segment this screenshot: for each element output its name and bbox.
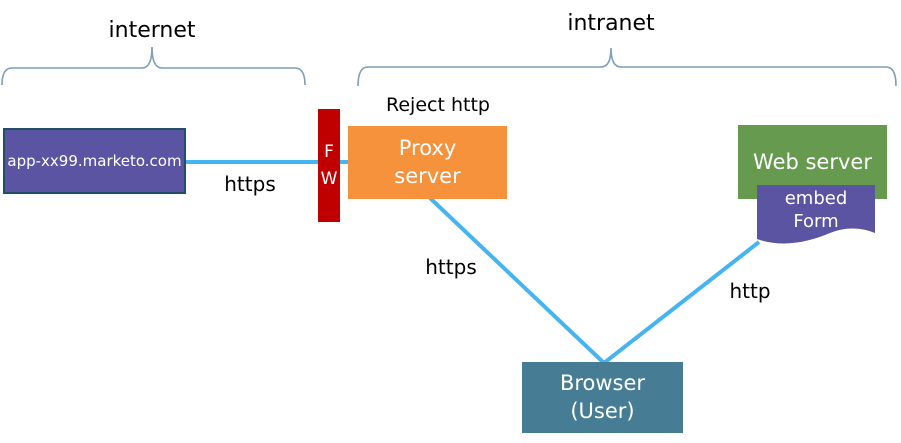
- proxy-server-node: Proxy server: [348, 126, 507, 199]
- web-server-label: Web server: [753, 150, 872, 174]
- firewall-label-line2: W: [320, 168, 338, 189]
- internet-brace: [1, 46, 306, 86]
- embed-form-node: embed Form: [757, 185, 875, 251]
- marketo-host-node: app-xx99.marketo.com: [3, 128, 186, 194]
- document-shape-path: [757, 185, 875, 244]
- connection-proxy-to-browser: [428, 196, 606, 365]
- browser-user-node: Browser (User): [522, 362, 683, 433]
- firewall-label-line1: F: [324, 142, 334, 163]
- document-shape: [757, 185, 875, 244]
- connection-form-to-browser: [602, 240, 761, 365]
- browser-label-line1: Browser: [559, 371, 646, 396]
- internet-zone-label: internet: [108, 18, 196, 43]
- proxy-server-label-line2: server: [394, 163, 461, 188]
- marketo-host-label: app-xx99.marketo.com: [7, 152, 182, 170]
- firewall-node: F W: [318, 109, 340, 222]
- browser-label-line2: (User): [570, 398, 635, 423]
- embed-form-label-line1: embed: [784, 188, 848, 209]
- proxy-server-label-line1: Proxy: [398, 136, 457, 161]
- https-label-marketo-proxy: https: [224, 172, 276, 196]
- reject-http-annotation: Reject http: [386, 94, 490, 116]
- embed-form-label-line2: Form: [793, 211, 839, 233]
- intranet-zone-label: intranet: [567, 11, 655, 36]
- http-label-form-browser: http: [729, 279, 771, 303]
- intranet-brace: [357, 47, 897, 87]
- https-label-proxy-browser: https: [425, 255, 477, 279]
